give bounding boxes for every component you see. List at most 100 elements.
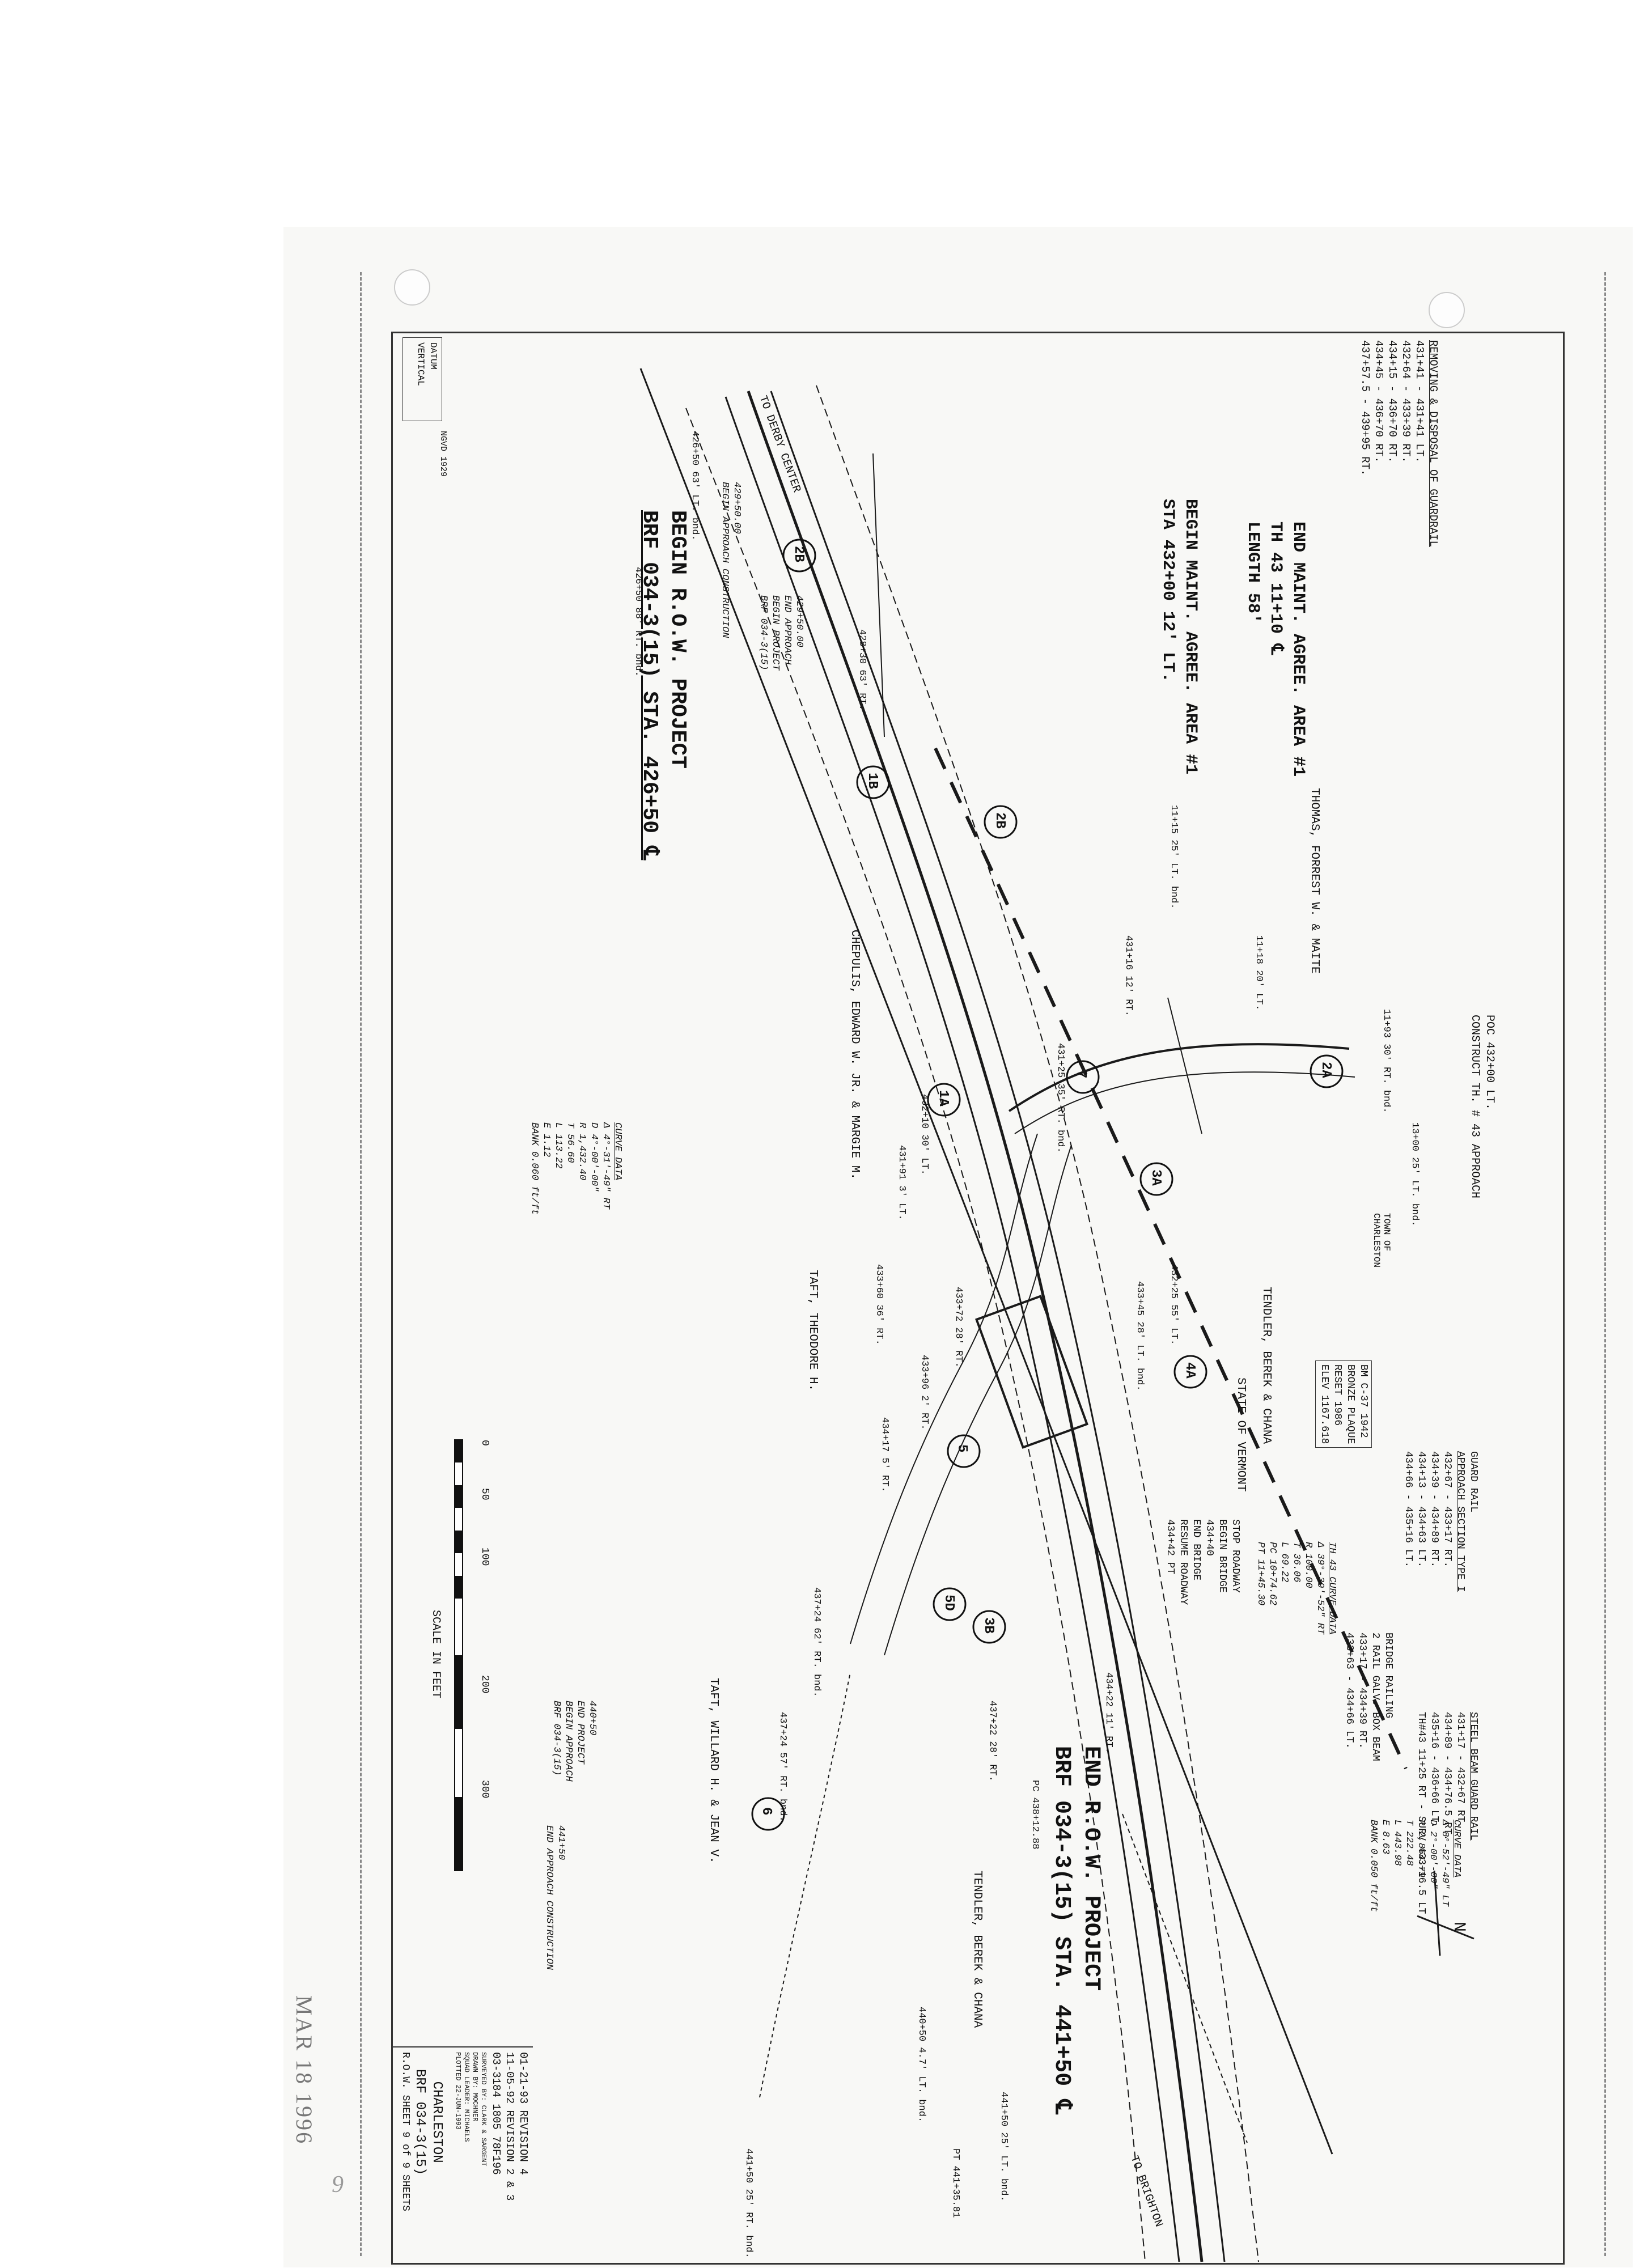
squad-leader: SQUAD LEADER: MICHAELS — [463, 2052, 471, 2142]
station-label: 426+50 88' RT. bnd. — [633, 567, 643, 677]
note-line: 434+45 - 436+70 RT. — [1372, 340, 1385, 463]
centerline-vt105 — [747, 391, 1204, 2262]
project-name: BRF 034-3(15) — [412, 2069, 427, 2176]
note-line: APPROACH SECTION TYPE I — [1455, 1451, 1466, 1592]
note-line: T 222.48 — [1404, 1820, 1414, 1866]
leader-line — [872, 453, 885, 737]
note-line: BRF 034-3(15) — [758, 595, 769, 671]
road-edge-left — [724, 396, 1180, 2262]
note-line: 433+17 - 434+39 RT. — [1357, 1633, 1368, 1749]
note-line: BEGIN APPROACH — [563, 1701, 574, 1782]
note-line: BRF 034-3(15) STA. 441+50 ℄ — [1049, 1746, 1074, 2114]
note-line: 432+67 - 433+17 RT. — [1442, 1451, 1453, 1568]
parcel-label: 7 — [1073, 1070, 1088, 1079]
parcel-label: 5D — [941, 1595, 956, 1611]
note-line: STOP ROADWAY — [1230, 1519, 1241, 1593]
parcel-marker-2b — [782, 539, 816, 573]
note-line: END MAINT. AGREE. AREA #1 — [1289, 522, 1308, 777]
note-line: E 8.63 — [1380, 1820, 1391, 1855]
clyde-river-bank — [850, 1133, 1038, 1644]
owner-tendler-north: TENDLER, BEREK & CHANA — [1260, 1287, 1273, 1444]
note-line: RESUME ROADWAY — [1177, 1519, 1189, 1605]
station-label: 432+10 30' LT. — [919, 1094, 930, 1175]
station-label: 431+16 12' RT. — [1123, 935, 1134, 1016]
station-label: 433+96 2' RT. — [919, 1355, 930, 1430]
clyde-river-bank — [884, 1144, 1072, 1656]
note-line: E 1.12 — [541, 1122, 552, 1158]
note-line: END BRIDGE — [1190, 1519, 1202, 1581]
note-line: 2 RAIL GALV. BOX BEAM — [1370, 1633, 1381, 1761]
project-number: 03-3184 1805 78F196 — [490, 2052, 502, 2175]
note-line: POC 432+00 LT. — [1483, 1015, 1496, 1110]
station-label: 434+22 11' RT. — [1103, 1672, 1114, 1753]
revision-line: 01-21-93 REVISION 4 — [517, 2052, 529, 2175]
plotted-date: PLOTTED 22-JUN-1993 — [454, 2052, 462, 2130]
easement-line — [1122, 1813, 1248, 2143]
parcel-marker-6 — [751, 1797, 785, 1831]
note-line: 440+50 — [587, 1701, 598, 1736]
scale-label: SCALE IN FEET — [429, 1610, 442, 1699]
road-edge-right — [770, 391, 1226, 2262]
punch-hole — [394, 269, 430, 306]
note-line: STEEL BEAM GUARD RAIL — [1468, 1712, 1479, 1841]
note-line: REMOVING & DISPOSAL OF GUARDRAIL — [1427, 340, 1439, 547]
leader-line — [1167, 997, 1202, 1134]
note-line: 434+13 - 434+63 LT. — [1416, 1451, 1427, 1568]
note-line: BEGIN APPROACH CONSTRUCTION — [719, 482, 730, 638]
parcel-label: 4A — [1182, 1362, 1197, 1379]
owner-state: STATE OF VERMONT — [1234, 1377, 1247, 1492]
station-label: 426+50 63' LT. bnd. — [689, 431, 700, 541]
parcel-marker-1a — [927, 1083, 961, 1117]
note-line: T 36.06 — [1291, 1542, 1302, 1583]
note-line: BEGIN MAINT. AGREE. AREA #1 — [1181, 499, 1200, 775]
parcel-label: 1A — [935, 1090, 951, 1107]
note-line: RESET 1986 — [1332, 1364, 1343, 1426]
parcel-marker-5d — [933, 1587, 967, 1621]
end-row-project: END R.O.W. PROJECT BRF 034-3(15) STA. 44… — [1046, 1746, 1105, 2114]
note-line: TH 43 11+10 ℄ — [1266, 522, 1285, 655]
note-line: BEGIN R.O.W. PROJECT — [666, 510, 690, 769]
drawing-border — [391, 332, 1565, 2265]
parcel-label: 2B — [791, 546, 806, 562]
note-line: STA 432+00 12' LT. — [1158, 499, 1177, 683]
parcel-label: 5 — [954, 1444, 969, 1453]
note-line: BEGIN BRIDGE — [1217, 1519, 1228, 1593]
note-line: R 2,864.79 — [1416, 1820, 1426, 1878]
owner-chepulis: CHEPULIS, EDWARD W. JR. & MARGIE M. — [848, 930, 861, 1180]
station-label: 437+24 62' RT. bnd. — [811, 1587, 822, 1697]
revision-list: 01-21-93 REVISION 4 11-05-92 REVISION 2 … — [489, 2052, 530, 2201]
parcel-marker-4a — [1173, 1355, 1207, 1389]
owner-taft-theodore: TAFT, THEODORE H. — [806, 1270, 819, 1392]
town-name: CHARLESTON — [429, 2081, 444, 2163]
parcel-label: 6 — [759, 1807, 774, 1816]
note-line: L 113.22 — [553, 1122, 563, 1169]
note-line: CONSTRUCT TH. # 43 APPROACH — [1468, 1015, 1481, 1199]
note-line: LENGTH 58' — [1243, 522, 1262, 624]
punch-hole — [1429, 292, 1465, 328]
note-line: BRONZE PLAQUE — [1345, 1364, 1356, 1444]
parcel-label: 3A — [1148, 1169, 1163, 1186]
parcel-marker-7 — [1066, 1060, 1100, 1094]
scale-tick-label: 50 — [479, 1488, 490, 1500]
parcel-marker-2a — [1310, 1054, 1344, 1088]
survey-info: SURVEYED BY: CLARK & SARGENT DRAWN BY: M… — [454, 2052, 488, 2167]
station-label: PT 441+35.81 — [950, 2148, 961, 2218]
row-limit-heavy — [934, 747, 1408, 1770]
poc-th43-note: POC 432+00 LT. CONSTRUCT TH. # 43 APPROA… — [1467, 1015, 1497, 1198]
bridge-notes: STOP ROADWAY BEGIN BRIDGE 434+40 END BRI… — [1163, 1519, 1242, 1605]
curve-data-left: CURVE DATA Δ 4°-31'-49" RT D 4°-00'-00" … — [528, 1122, 624, 1215]
note-line: END PROJECT — [575, 1701, 586, 1765]
curve-data-th43: TH 43 CURVE DATA Δ 39°-39'-52" RT R 100.… — [1255, 1542, 1338, 1634]
station-label: 437+22 28' RT. — [987, 1701, 998, 1782]
end-approach-left-note: 429+50.00 END APPROACH BEGIN PROJECT BRF… — [757, 595, 805, 671]
parcel-label: 2B — [992, 812, 1007, 829]
owner-thomas: THOMAS, FORREST W. & MAITE — [1308, 788, 1321, 974]
right-trim-line — [1604, 272, 1606, 2256]
begin-row-project: BEGIN R.O.W. PROJECT BRF 034-3(15) STA. … — [635, 510, 692, 860]
begin-approach-note: 429+50.00 BEGIN APPROACH CONSTRUCTION — [719, 482, 743, 638]
note-line: L 443.98 — [1392, 1820, 1403, 1866]
river-contour — [759, 1672, 851, 2098]
note-line: Δ 39°-39'-52" RT — [1315, 1542, 1325, 1635]
bridge-rail-notes: BRIDGE RAILING 2 RAIL GALV. BOX BEAM 433… — [1342, 1633, 1395, 1761]
